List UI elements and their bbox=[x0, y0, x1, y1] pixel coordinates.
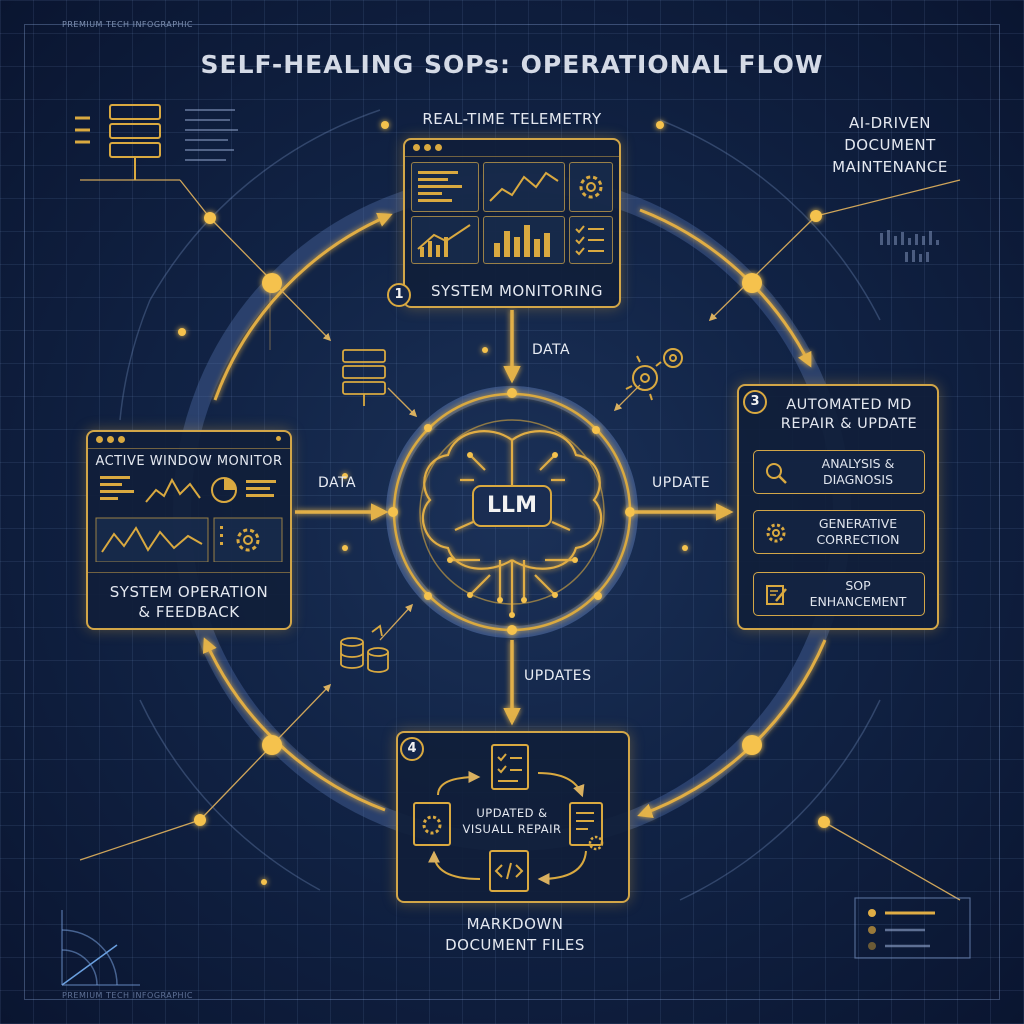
label-line: ANALYSIS & bbox=[821, 456, 895, 471]
label-line: SYSTEM OPERATION bbox=[109, 583, 269, 601]
system-monitoring-panel: 1 SYSTEM MONITORING bbox=[387, 138, 621, 308]
active-window-monitor-panel: ACTIVE WINDOW MONITOR SYSTEM OPERATION &… bbox=[86, 430, 292, 630]
circuit-brain-icon bbox=[421, 430, 603, 615]
flow-label-left: DATA bbox=[318, 475, 357, 491]
monitor-charts bbox=[95, 476, 283, 562]
label-line: VISUALL REPAIR bbox=[462, 822, 562, 836]
label-line: DIAGNOSIS bbox=[822, 472, 894, 487]
panel-titlebar bbox=[405, 140, 619, 157]
label-line: SOP bbox=[845, 578, 871, 593]
panel-divider bbox=[88, 572, 290, 573]
checklist-icon bbox=[575, 225, 604, 256]
label-line: DOCUMENT FILES bbox=[445, 936, 585, 954]
footer-tag: PREMIUM TECH INFOGRAPHIC bbox=[62, 991, 194, 1000]
outer-arcs bbox=[119, 109, 881, 901]
panel-titlebar bbox=[88, 432, 290, 449]
right-bars-decoration bbox=[880, 230, 939, 262]
llm-core: LLM bbox=[472, 485, 552, 527]
brain-nodes bbox=[447, 452, 578, 618]
window-dot bbox=[276, 436, 281, 441]
checklist-tile bbox=[569, 216, 613, 264]
server-text-lines bbox=[185, 109, 238, 161]
system-operation-label: SYSTEM OPERATION & FEEDBACK bbox=[88, 582, 290, 622]
database-icon bbox=[340, 624, 389, 673]
legend-decoration bbox=[854, 897, 971, 959]
growth-chart-tile bbox=[411, 216, 479, 264]
markdown-files-panel: 4 UPDATED & VISUALL REPAIR bbox=[396, 731, 630, 903]
bar-chart-icon bbox=[494, 225, 550, 257]
growth-chart-icon bbox=[417, 224, 471, 257]
label-line: GENERATIVE bbox=[818, 516, 898, 531]
step-badge-1: 1 bbox=[387, 283, 411, 307]
analysis-diagnosis-box: ANALYSIS &DIAGNOSIS bbox=[753, 450, 925, 494]
label-line: MARKDOWN bbox=[466, 915, 564, 933]
server-rack-icon bbox=[75, 104, 161, 180]
flow-label-right: UPDATE bbox=[652, 475, 711, 491]
window-dot bbox=[96, 436, 103, 443]
label-line: ENHANCEMENT bbox=[809, 594, 907, 609]
horizontal-bars-icon bbox=[418, 171, 462, 202]
label-line: & FEEDBACK bbox=[138, 603, 240, 621]
repair-panel-title: AUTOMATED MD REPAIR & UPDATE bbox=[757, 396, 941, 434]
window-dot bbox=[413, 144, 420, 151]
flow-label-top: DATA bbox=[532, 342, 571, 358]
bar-chart-tile bbox=[483, 216, 565, 264]
page-title: SELF-HEALING SOPs: OPERATIONAL FLOW bbox=[200, 50, 824, 79]
heading-line: DOCUMENT bbox=[844, 136, 936, 154]
title-line: AUTOMATED MD bbox=[786, 397, 912, 413]
analysis-label: ANALYSIS &DIAGNOSIS bbox=[798, 456, 918, 488]
heading-line: MAINTENANCE bbox=[832, 158, 948, 176]
small-server-icon bbox=[342, 349, 386, 406]
bar-list-tile bbox=[411, 162, 479, 212]
heading-line: AI-DRIVEN bbox=[849, 114, 931, 132]
infographic-tag: PREMIUM TECH INFOGRAPHIC bbox=[62, 20, 194, 29]
edit-document-icon bbox=[766, 585, 787, 605]
flow-arrows bbox=[295, 310, 734, 726]
window-dot bbox=[424, 144, 431, 151]
glow-nodes bbox=[178, 121, 830, 885]
system-monitoring-label: SYSTEM MONITORING bbox=[430, 282, 604, 300]
connector-lines bbox=[79, 179, 961, 901]
radar-decoration bbox=[61, 910, 140, 986]
gear-tile bbox=[569, 162, 613, 212]
step-badge-4: 4 bbox=[400, 737, 424, 761]
window-dot bbox=[118, 436, 125, 443]
outer-frame bbox=[24, 24, 1000, 1000]
flow-label-bottom: UPDATES bbox=[524, 668, 592, 684]
window-dot bbox=[435, 144, 442, 151]
document-cycle-icons bbox=[413, 744, 604, 892]
label-line: CORRECTION bbox=[816, 532, 900, 547]
line-chart-icon bbox=[489, 171, 559, 202]
gears-icon bbox=[625, 348, 683, 401]
label-line: UPDATED & bbox=[476, 806, 548, 820]
markdown-files-label: MARKDOWN DOCUMENT FILES bbox=[400, 914, 630, 956]
magnifier-icon bbox=[766, 463, 787, 484]
active-window-heading: ACTIVE WINDOW MONITOR bbox=[95, 454, 283, 469]
gear-icon bbox=[579, 175, 603, 199]
step-badge-3: 3 bbox=[743, 390, 767, 414]
line-chart-tile bbox=[483, 162, 565, 212]
title-line: REPAIR & UPDATE bbox=[780, 416, 918, 432]
window-dot bbox=[107, 436, 114, 443]
gear-icon bbox=[766, 523, 786, 543]
automated-repair-panel: 3 AUTOMATED MD REPAIR & UPDATE ANALYSIS … bbox=[737, 384, 939, 630]
updated-repair-label: UPDATED & VISUALL REPAIR bbox=[452, 805, 572, 837]
telemetry-heading: REAL-TIME TELEMETRY bbox=[422, 110, 602, 128]
ai-maintenance-heading: AI-DRIVEN DOCUMENT MAINTENANCE bbox=[805, 112, 975, 178]
